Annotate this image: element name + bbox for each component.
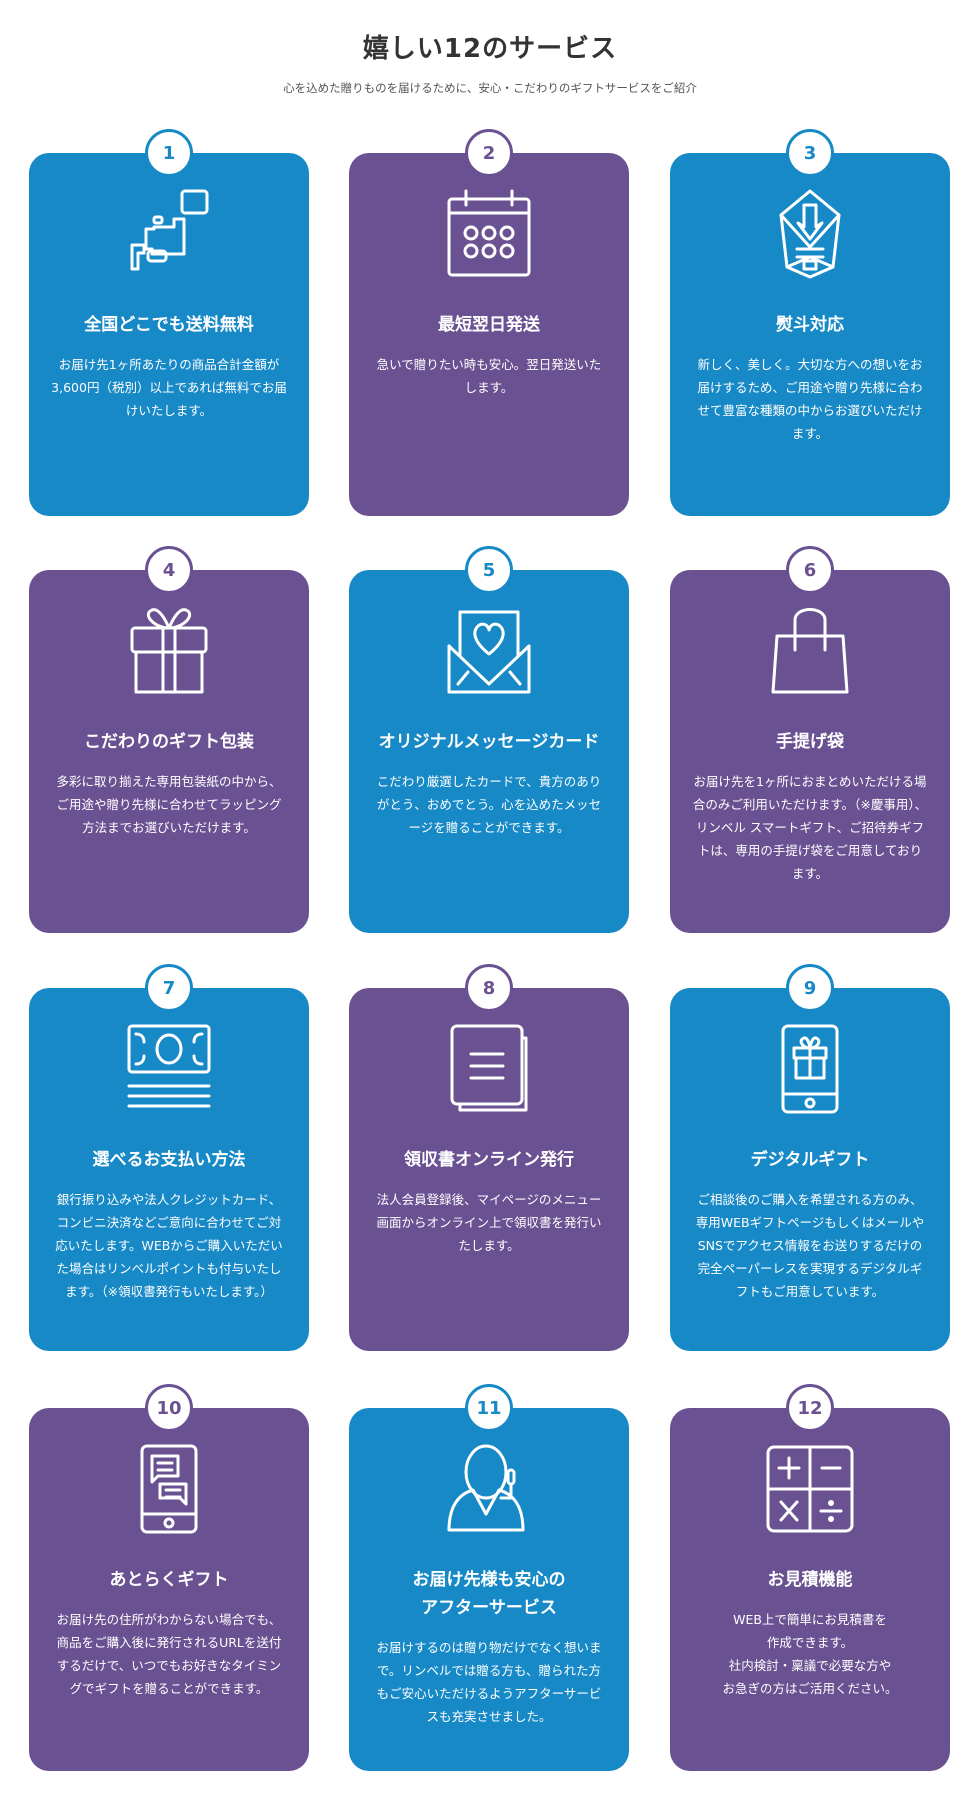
service-title: 最短翌日発送	[438, 315, 540, 335]
service-card-8: 8 領収書オンライン発行法人会員登録後、マイページのメニュー画面からオンライン上…	[349, 964, 629, 1351]
service-card-3: 3 熨斗対応新しく、美しく。大切な方への想いをお届けするため、ご用途や贈り先様に…	[670, 129, 950, 516]
service-description: 急いで贈りたい時も安心。翌日発送いたします。	[376, 357, 602, 395]
service-number-badge: 9	[786, 964, 834, 1012]
service-card-6: 6 手提げ袋お届け先を1ヶ所におまとめいただける場合のみご利用いただけます。（※…	[670, 546, 950, 933]
service-number-badge: 8	[465, 964, 513, 1012]
service-card-10: 10 あとらくギフトお届け先の住所がわからない場合でも、商品をご購入後に発行され…	[29, 1384, 309, 1771]
description-line: WEB上で簡単にお見積書を	[733, 1612, 887, 1627]
description-line: 社内検討・稟議で必要な方や	[728, 1658, 892, 1673]
noshi-icon	[765, 189, 855, 279]
calculator-icon	[765, 1444, 855, 1534]
service-card-7: 7 選べるお支払い方法銀行振り込みや法人クレジットカード、コンビニ決済などご意向…	[29, 964, 309, 1351]
calendar-icon	[444, 189, 534, 279]
service-title: 領収書オンライン発行	[404, 1150, 574, 1170]
service-description: WEB上で簡単にお見積書を作成できます。社内検討・稟議で必要な方やお急ぎの方はご…	[692, 1608, 928, 1700]
service-number-badge: 6	[786, 546, 834, 594]
receipt-document-icon	[444, 1024, 534, 1114]
service-card-4: 4 こだわりのギフト包装多彩に取り揃えた専用包装紙の中から、ご用途や贈り先様に合…	[29, 546, 309, 933]
service-number-badge: 5	[465, 546, 513, 594]
service-number-badge: 3	[786, 129, 834, 177]
description-line: 作成できます。	[766, 1635, 854, 1650]
japan-map-icon	[124, 189, 214, 279]
service-number-badge: 12	[786, 1384, 834, 1432]
service-card-2: 2 最短翌日発送急いで贈りたい時も安心。翌日発送いたします。	[349, 129, 629, 516]
service-title: オリジナルメッセージカード	[378, 732, 600, 752]
service-title: お届け先様も安心のアフターサービス	[359, 1566, 619, 1622]
service-description: お届け先1ヶ所あたりの商品合計金額が3,600円（税別）以上であれば無料でお届け…	[51, 357, 287, 418]
service-title: 全国どこでも送料無料	[84, 315, 254, 335]
heart-envelope-icon	[444, 606, 534, 696]
service-title: デジタルギフト	[750, 1150, 870, 1170]
smartphone-chat-icon	[124, 1444, 214, 1534]
service-card-5: 5 オリジナルメッセージカードこだわり厳選したカードで、貴方のありがとう、おめで…	[349, 546, 629, 933]
service-card-12: 12 お見積機能 WEB上で簡単にお見積書を作成できます。社内検討・稟議で必要な方…	[670, 1384, 950, 1771]
service-number-badge: 2	[465, 129, 513, 177]
service-number-badge: 4	[145, 546, 193, 594]
service-title-line: アフターサービス	[421, 1598, 557, 1618]
page-title: 嬉しい12のサービス	[362, 34, 618, 64]
service-number-badge: 11	[465, 1384, 513, 1432]
service-description: お届け先の住所がわからない場合でも、商品をご購入後に発行されるURLを送付するだ…	[56, 1612, 282, 1696]
service-description: ご相談後のご購入を希望される方のみ、専用WEBギフトページもしくはメールやSNS…	[695, 1192, 925, 1299]
page-subtitle: 心を込めた贈りものを届けるために、安心・こだわりのギフトサービスをご紹介	[283, 81, 697, 95]
service-description: 法人会員登録後、マイページのメニュー画面からオンライン上で領収書を発行いたします…	[376, 1192, 602, 1253]
service-description: お届け先を1ヶ所におまとめいただける場合のみご利用いただけます。（※慶事用）、リ…	[692, 774, 928, 881]
service-title: 選べるお支払い方法	[92, 1150, 246, 1170]
service-title: あとらくギフト	[109, 1570, 229, 1590]
service-description: 多彩に取り揃えた専用包装紙の中から、ご用途や贈り先様に合わせてラッピング方法まで…	[56, 774, 282, 835]
service-card-9: 9 デジタルギフトご相談後のご購入を希望される方のみ、専用WEBギフトページもし…	[670, 964, 950, 1351]
service-description: こだわり厳選したカードで、貴方のありがとう、おめでとう。心を込めたメッセージを贈…	[376, 774, 602, 835]
service-title: 手提げ袋	[776, 732, 844, 752]
smartphone-gift-icon	[765, 1024, 855, 1114]
banknote-icon	[124, 1024, 214, 1114]
description-line: お急ぎの方はご活用ください。	[722, 1681, 898, 1696]
service-title: こだわりのギフト包装	[84, 732, 254, 752]
support-headset-icon	[444, 1444, 534, 1534]
service-card-11: 11 お届け先様も安心のアフターサービスお届けするのは贈り物だけでなく想いまで。…	[349, 1384, 629, 1771]
service-number-badge: 10	[145, 1384, 193, 1432]
service-number-badge: 7	[145, 964, 193, 1012]
service-card-1: 1 全国どこでも送料無料お届け先1ヶ所あたりの商品合計金額が3,600円（税別）…	[29, 129, 309, 516]
gift-box-icon	[124, 606, 214, 696]
service-number-badge: 1	[145, 129, 193, 177]
service-description: 新しく、美しく。大切な方への想いをお届けするため、ご用途や贈り先様に合わせて豊富…	[697, 357, 923, 441]
service-title: 熨斗対応	[776, 315, 844, 335]
service-title-line: お届け先様も安心の	[412, 1570, 566, 1590]
service-description: お届けするのは贈り物だけでなく想いまで。リンベルでは贈る方も、贈られた方もご安心…	[376, 1640, 602, 1724]
service-title: お見積機能	[767, 1570, 853, 1590]
service-description: 銀行振り込みや法人クレジットカード、コンビニ決済などご意向に合わせてご対応いたし…	[55, 1192, 283, 1299]
shopping-bag-icon	[765, 606, 855, 696]
